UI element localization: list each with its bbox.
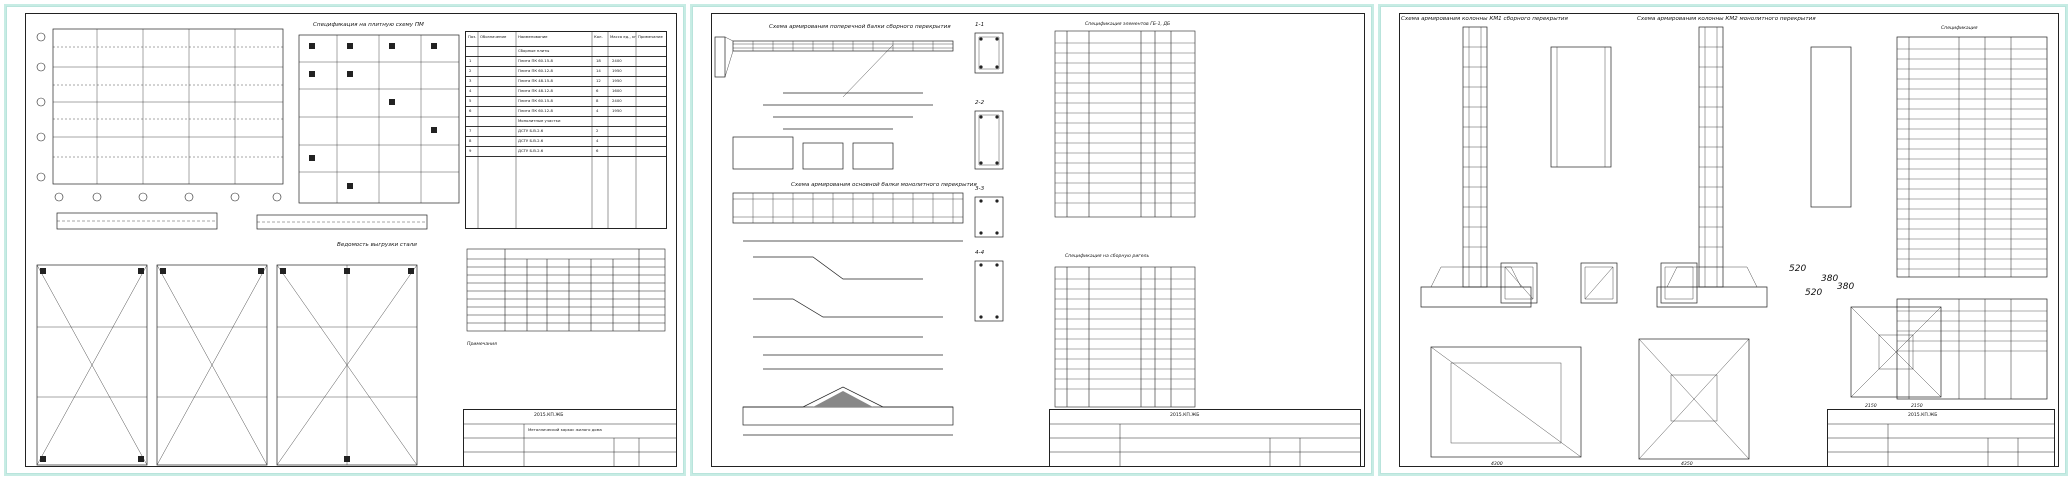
spec-header-row: Поз. Обозначение Наименование Кол. Масса…	[466, 32, 666, 47]
title-block-grid	[1050, 423, 1360, 466]
drawing-code: 2015.КП.ЖБ	[534, 413, 564, 418]
specification-table: Поз. Обозначение Наименование Кол. Масса…	[465, 31, 667, 229]
dim-380-b: 380	[1837, 282, 1855, 292]
spec-tables-sheet-2	[1054, 30, 1196, 408]
spec-title-elements: Спецификация элементов ГБ-1, ДБ	[1085, 22, 1171, 27]
sheet-frame	[1399, 13, 2059, 467]
col-pos: Поз.	[468, 34, 477, 39]
sheet-frame	[25, 13, 677, 467]
dim-380-a: 380	[1821, 274, 1839, 284]
section-1-1: 1-1	[975, 22, 985, 28]
dim-2150-a: 2150	[1865, 404, 1877, 409]
column-reinforcement-drawing	[1420, 26, 2048, 460]
table-grid	[477, 32, 637, 228]
title-block-grid	[1828, 423, 2054, 466]
dim-4350: 4350	[1681, 462, 1693, 467]
beam-title-b: Схема армирования основной балки монолит…	[791, 182, 977, 188]
project-name: Металлический каркас жилого дома	[528, 427, 602, 432]
col-mass: Масса ед., кг	[610, 34, 637, 39]
section-2-2: 2-2	[975, 100, 985, 106]
notes-title: Примечания	[467, 342, 497, 347]
column-title-a: Схема армирования колонны КМ1 сборного п…	[1401, 16, 1568, 22]
spec-title-rigel: Спецификация на сборную ригель	[1065, 254, 1150, 259]
title-block: 2015.КП.ЖБ	[1827, 409, 2055, 467]
col-designation: Обозначение	[480, 34, 507, 39]
table-row: Сборные плиты	[466, 46, 666, 57]
title-block-grid	[464, 423, 676, 466]
spec-title: Спецификация на плитную схему ПМ	[313, 22, 424, 28]
floor-plan-drawing	[36, 28, 460, 466]
dim-4300: 4300	[1491, 462, 1503, 467]
col-name: Наименование	[518, 34, 548, 39]
dim-520-b: 520	[1805, 288, 1823, 298]
title-block: 2015.КП.ЖБ	[1049, 409, 1361, 467]
dim-2150-b: 2150	[1911, 404, 1923, 409]
drawing-sheet-2[interactable]: Схема армирования поперечной балки сборн…	[692, 6, 1372, 474]
sheet-frame	[711, 13, 1365, 467]
title-block: 2015.КП.ЖБ Металлический каркас жилого д…	[463, 409, 677, 467]
beam-title-a: Схема армирования поперечной балки сборн…	[769, 24, 951, 30]
vedomost-table	[466, 248, 666, 332]
col-note: Примечание	[638, 34, 663, 39]
table-row: Монолитные участки	[466, 116, 666, 127]
drawing-code: 2015.КП.ЖБ	[1170, 413, 1200, 418]
spec-title-sheet-3: Спецификация	[1941, 26, 1978, 31]
drawing-code: 2015.КП.ЖБ	[1908, 413, 1938, 418]
beam-reinforcement-drawing	[714, 32, 1004, 436]
vedomost-title: Ведомость выгрузки стали	[337, 242, 417, 248]
section-4-4: 4-4	[975, 250, 985, 256]
drawing-sheet-1[interactable]: Спецификация на плитную схему ПМ Поз. Об…	[6, 6, 684, 474]
column-title-b: Схема армирования колонны КМ2 монолитног…	[1637, 16, 1816, 22]
drawing-sheet-3[interactable]: Схема армирования колонны КМ1 сборного п…	[1380, 6, 2066, 474]
col-qty: Кол.	[594, 34, 603, 39]
section-3-3: 3-3	[975, 186, 985, 192]
dim-520-a: 520	[1789, 264, 1807, 274]
